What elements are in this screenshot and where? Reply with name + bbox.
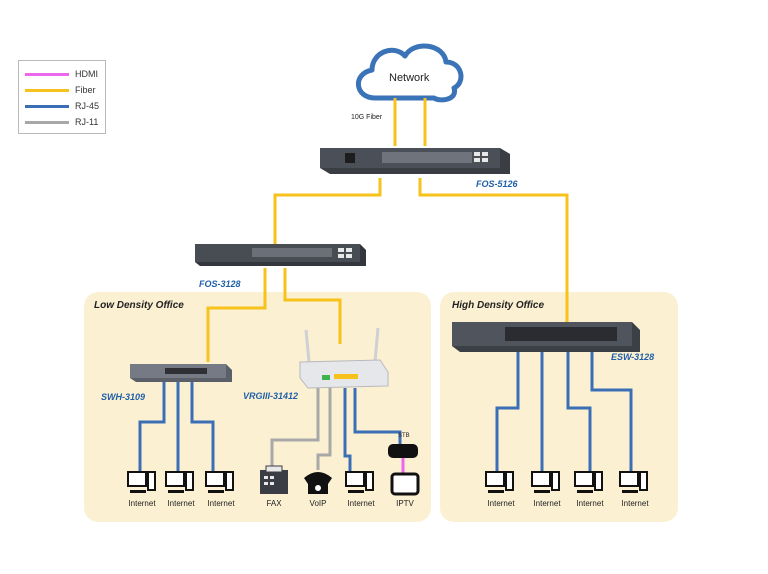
legend-item-rj45: RJ-45 <box>25 99 105 113</box>
aggregation-switch-icon <box>195 244 366 266</box>
legend-label: Fiber <box>75 85 96 95</box>
internet-label: Internet <box>533 499 561 508</box>
internet-label: Internet <box>487 499 515 508</box>
computer-icon <box>127 471 156 493</box>
internet-label: Internet <box>128 499 156 508</box>
legend-item-hdmi: HDMI <box>25 67 105 81</box>
set-top-box-icon <box>388 444 418 458</box>
rj11-links <box>270 386 332 470</box>
fiber-link-label: 10G Fiber <box>351 114 383 121</box>
core-switch-label: FOS-5126 <box>476 179 518 189</box>
high-density-switch-icon <box>452 322 640 352</box>
legend-item-rj11: RJ-11 <box>25 115 105 129</box>
computer-icon <box>205 471 234 493</box>
rj45-links-low <box>138 380 402 472</box>
legend-box: HDMI Fiber RJ-45 RJ-11 <box>18 60 106 134</box>
network-cloud-label: Network <box>389 72 430 84</box>
iptv-label: IPTV <box>396 499 414 508</box>
gateway-label: VRGIII-31412 <box>243 391 299 401</box>
computer-icons <box>127 471 648 493</box>
legend-label: RJ-45 <box>75 101 100 111</box>
gateway-router-icon <box>299 327 389 389</box>
legend-item-fiber: Fiber <box>25 83 105 97</box>
internet-label: Internet <box>207 499 235 508</box>
phone-icon <box>304 472 332 494</box>
internet-label: Internet <box>621 499 649 508</box>
fax-machine-icon <box>260 465 288 494</box>
computer-icon <box>531 471 560 493</box>
rj11-line-swatch <box>25 121 69 124</box>
unmanaged-switch-icon <box>130 364 232 382</box>
low-switch-label: SWH-3109 <box>101 392 146 402</box>
rj45-links-high <box>495 352 633 472</box>
fax-label: FAX <box>266 499 282 508</box>
internet-label: Internet <box>576 499 604 508</box>
computer-icon <box>619 471 648 493</box>
fiber-links <box>206 98 569 362</box>
computer-icon <box>165 471 194 493</box>
aggregation-switch-label: FOS-3128 <box>199 279 241 289</box>
internet-label: Internet <box>167 499 195 508</box>
low-density-title: Low Density Office <box>94 300 184 311</box>
stb-label: STB <box>398 433 410 439</box>
computer-icon <box>485 471 514 493</box>
core-switch-icon <box>320 148 510 174</box>
high-switch-label: ESW-3128 <box>611 352 655 362</box>
voip-label: VoIP <box>309 499 327 508</box>
rj45-line-swatch <box>25 105 69 108</box>
high-density-title: High Density Office <box>452 300 545 311</box>
tv-icon <box>390 472 420 496</box>
internet-label: Internet <box>347 499 375 508</box>
network-cloud-icon <box>355 43 464 103</box>
hdmi-line-swatch <box>25 73 69 76</box>
computer-icon <box>345 471 374 493</box>
legend-label: HDMI <box>75 69 98 79</box>
computer-icon <box>574 471 603 493</box>
legend-label: RJ-11 <box>75 117 99 127</box>
fiber-line-swatch <box>25 89 69 92</box>
